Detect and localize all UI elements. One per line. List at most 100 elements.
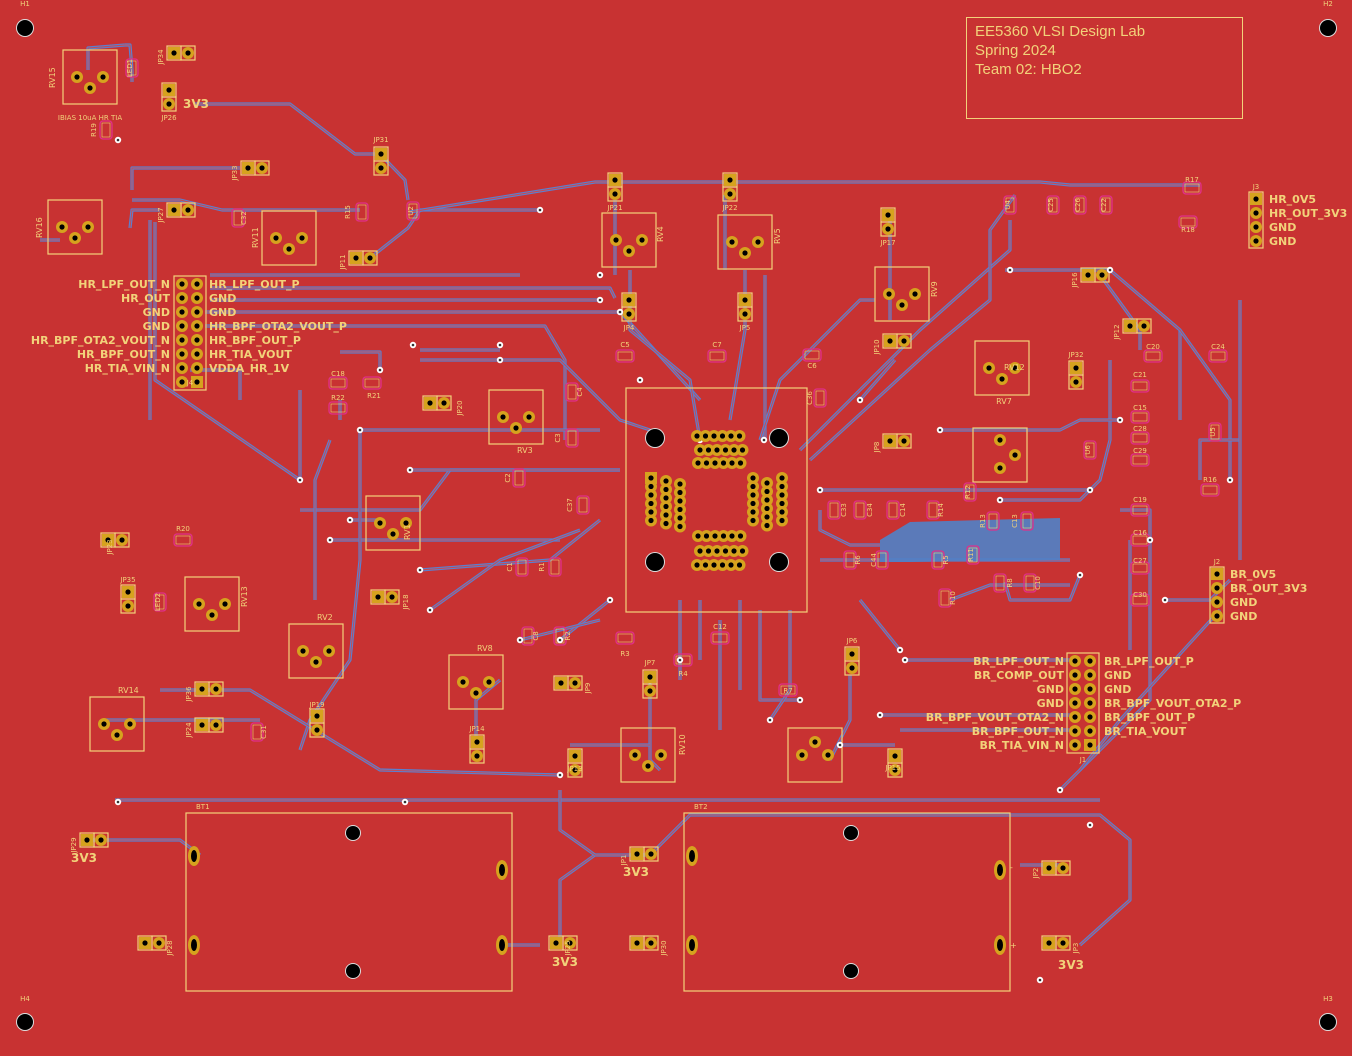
passive-ref: R18 [1181,226,1195,234]
pad-drill [645,763,651,769]
pad-drill [901,338,907,344]
passive-footprint [1208,422,1222,442]
smd-body [523,628,533,644]
pad-drill [648,475,654,481]
pad-drill [719,433,726,439]
smd-body [1005,197,1015,213]
trace [808,194,1017,462]
trace [758,610,800,702]
pad-drill [127,721,133,727]
jumper-outline [1136,318,1152,334]
passive-footprint [1130,561,1150,575]
header-outline [1066,652,1100,754]
trace-gap [409,181,1200,213]
smd-body [127,60,137,76]
jumper-ref: JP26 [160,114,177,122]
trace-gap [87,44,126,70]
passive-ref: C33 [840,503,848,517]
pad-drill [648,492,654,498]
pad-drill [764,480,770,486]
pad-drill [1072,658,1078,664]
pad-drill [1087,742,1093,748]
pad-drill [658,752,664,758]
via-drill [1058,788,1062,792]
smd-body [567,384,577,400]
potentiometer-outline [448,654,504,710]
passive-footprint [1130,379,1150,393]
via-drill [598,298,602,302]
passive-footprint [1130,453,1150,467]
jumper-ref: JP12 [1113,324,1121,340]
via-drill [116,800,120,804]
pad-drill [474,753,480,759]
smd-body [364,378,380,388]
connector-pin-label: BR_TIA_VOUT [1104,725,1187,738]
smd-body [965,484,975,500]
passive-ref: R17 [1185,176,1199,184]
pad-drill [526,414,532,420]
passive-footprint [1208,349,1228,363]
jumper-outline [254,160,270,176]
connector-pin-label: GND [1230,596,1257,609]
pad-drill [114,732,120,738]
passive-footprint [827,500,841,520]
pad-drill [750,517,756,524]
trace-gap [759,610,800,701]
passive-ref: C12 [713,623,727,631]
battery-contact-drill [191,939,197,951]
pad-drill [887,338,893,344]
title-team: Team 02: HBO2 [975,61,1082,78]
passive-ref: R14 [937,503,945,517]
via-drill [428,608,432,612]
pad-drill [719,562,726,568]
trace-gap [859,599,901,651]
jumper-ref: JP30 [660,940,668,956]
pad-drill [375,594,381,600]
potentiometer-ref: RV16 [35,217,44,238]
pad-drill [389,594,395,600]
via-drill [498,358,502,362]
jumper-outline [1055,935,1071,951]
passive-ref: C3 [554,433,562,442]
trace-gap [132,199,360,211]
passive-footprint [1130,410,1150,424]
via-drill [403,800,407,804]
trace-gap [129,209,160,229]
pad-drill [171,207,177,213]
mounting-hole [844,826,858,840]
jumper-outline [567,762,583,778]
supply-3v3-label: 3V3 [552,955,578,969]
connector-pin-label: HR_BPF_OUT_P [209,334,301,347]
pad-drill [166,101,172,107]
connector-ref: J3 [1252,183,1260,191]
battery-contact-drill [689,939,695,951]
connector-pin-label: GND [1037,683,1064,696]
pad-drill [986,365,992,371]
jumper-outline [1068,374,1084,390]
jumper-outline [384,589,400,605]
pad-drill [702,433,709,439]
via-drill [938,428,942,432]
passive-ref: C32 [240,211,248,225]
title-block: EE5360 VLSI Design Lab Spring 2024 Team … [966,17,1243,119]
trace-gap [729,270,746,421]
pad-drill [634,851,640,857]
pad-drill [705,447,712,453]
passive-footprint [1073,195,1087,215]
pad-drill [1087,714,1093,720]
passive-footprint [1046,195,1060,215]
passive-ref: C14 [899,503,907,517]
passive-ref: C8 [532,631,540,640]
pad-drill [105,537,111,543]
passive-footprint [231,208,245,228]
pad-drill [179,281,185,287]
via-drill [558,638,562,642]
jumper-outline [887,762,903,778]
pad-drill [572,767,578,773]
jumper-ref: JP21 [606,204,622,212]
jumper-outline [373,160,389,176]
passive-ref: C1 [506,562,514,571]
battery-ref: BT2 [694,803,708,811]
passive-ref: R8 [1006,578,1014,587]
